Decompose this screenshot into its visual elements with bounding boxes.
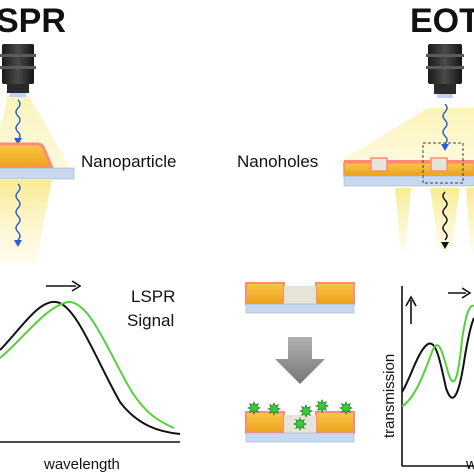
camera-icon (0, 44, 36, 97)
light-wave-icon (442, 103, 448, 145)
nanoparticle-label: Nanoparticle (81, 152, 176, 171)
eot-x-axis-label: w (465, 456, 474, 473)
camera-icon (426, 44, 464, 98)
light-wave-arrowhead (14, 138, 22, 145)
lspr-x-axis-label: wavelength (43, 456, 120, 473)
eot-shifted-curve (401, 304, 474, 407)
molecule-2 (266, 401, 282, 417)
nanoparticle (0, 142, 55, 170)
transmitted-light-beam (0, 180, 52, 262)
molecule-3 (292, 416, 308, 432)
molecule-5 (314, 398, 330, 414)
transmitted-wave-arrowhead (14, 240, 22, 247)
center-panel (245, 282, 355, 443)
bound-molecules (246, 398, 354, 432)
eot-y-axis-label: transmission (381, 354, 398, 438)
transmitted-wave-arrowhead (441, 242, 449, 249)
transmitted-beam-left (395, 188, 411, 254)
lspr-shifted-curve (0, 300, 175, 429)
eot-original-curve (401, 317, 474, 399)
light-wave-arrowhead (441, 144, 449, 151)
shift-arrow-icon (405, 287, 472, 324)
bare-nanohole (245, 282, 355, 314)
gray-down-arrow-icon (275, 337, 325, 384)
transmitted-wave (15, 183, 21, 241)
nanoholes-label: Nanoholes (237, 152, 318, 171)
lspr-original-curve (0, 300, 181, 435)
eot-panel: EOT Nanoholes (237, 2, 474, 473)
light-wave-icon (15, 99, 21, 141)
nanohole-film (343, 157, 474, 187)
lspr-panel: SPR Nanoparticle LSPR Signal (0, 2, 181, 473)
transmitted-wave (442, 191, 448, 241)
functionalized-nanohole (245, 411, 355, 443)
lspr-label-line1: LSPR (131, 287, 175, 306)
molecule-6 (338, 400, 354, 416)
lspr-label-line2: Signal (127, 311, 174, 330)
glass-substrate (0, 167, 75, 180)
zoom-box (422, 142, 464, 184)
transmitted-beam-right (466, 188, 474, 254)
transmitted-beam-center (430, 188, 460, 256)
eot-title: EOT (410, 2, 474, 40)
molecule-1 (246, 400, 262, 416)
molecule-4 (298, 403, 314, 419)
spr-title: SPR (0, 2, 66, 40)
shift-arrow-icon (46, 280, 82, 292)
eot-incident-beam (334, 108, 474, 165)
